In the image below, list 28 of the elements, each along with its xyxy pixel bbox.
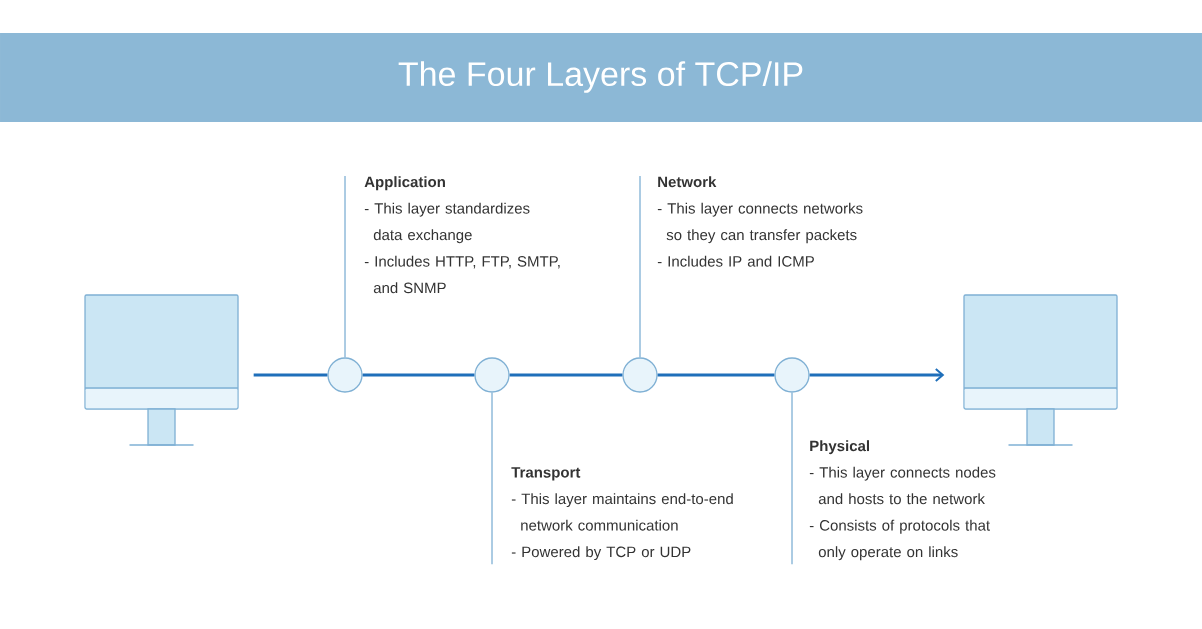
bullet-text: - Includes HTTP, FTP, SMTP, and SNMP [364, 255, 560, 294]
bullet-text: - Includes IP and ICMP [657, 255, 814, 267]
computer-drawing [84, 294, 239, 446]
connector-line [657, 373, 775, 377]
connector-line [253, 373, 328, 377]
layer-heading: Application [364, 176, 445, 191]
bullet-text: - Consists of protocols that only operate on links [809, 519, 990, 561]
layer-heading: Transport [511, 467, 581, 481]
arrow [809, 368, 945, 382]
bullet-text: - This layer standardizes data exchange [364, 202, 530, 244]
layer-heading: Network [658, 176, 717, 188]
layer-circle [622, 357, 658, 393]
layer-circle [327, 357, 363, 393]
computer-drawing [963, 294, 1118, 446]
connector-line [509, 373, 623, 377]
bullet-text: - This layer connects networks so they can transfer packets [657, 202, 863, 244]
leader-line [344, 175, 346, 358]
leader-line [791, 392, 793, 565]
bullet-text: - This layer connects nodes and hosts to the network [809, 466, 996, 505]
leader-line [491, 392, 493, 565]
layer-heading: Physical [810, 440, 869, 455]
bullet-text: - This layer maintains end-to-end network communication [511, 493, 733, 531]
leader-line [639, 175, 641, 358]
layer-circle [474, 357, 510, 393]
connector-line [362, 373, 475, 377]
title-banner: The Four Layers of TCP/IP [0, 33, 1202, 122]
layer-circle [774, 357, 810, 393]
bullet-text: - Powered by TCP or UDP [511, 546, 691, 561]
